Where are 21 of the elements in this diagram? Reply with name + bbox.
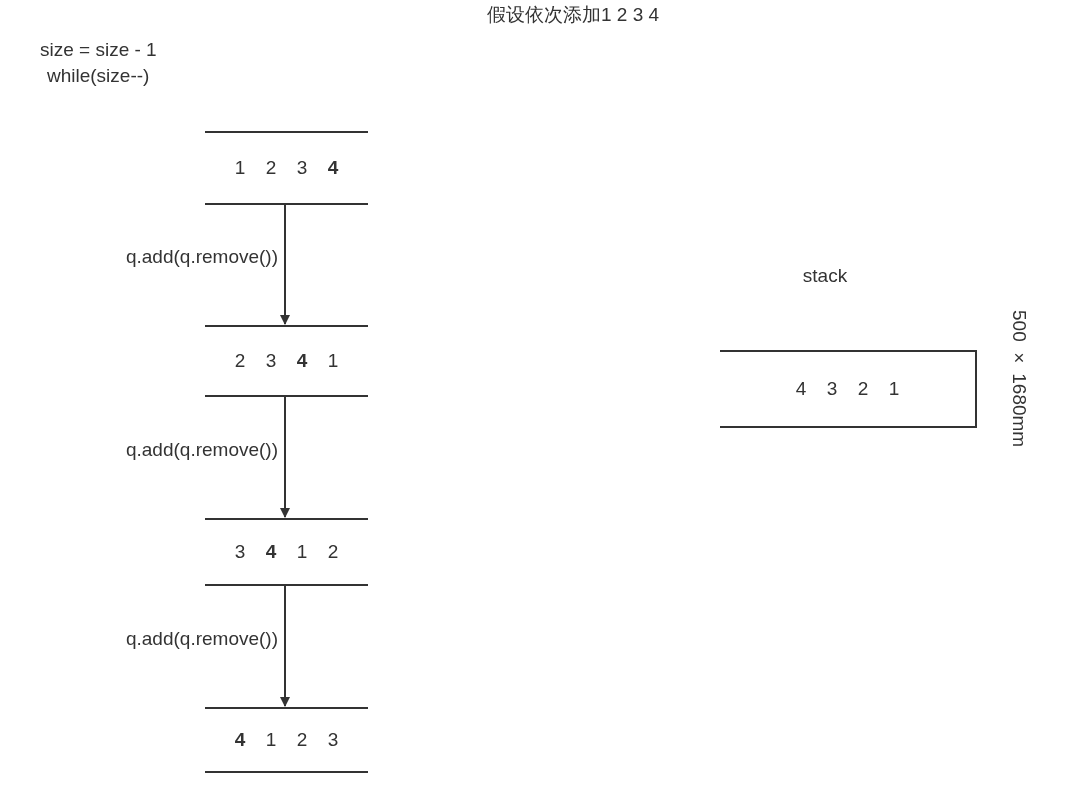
queue-values: 2 3 4 1 (234, 348, 339, 373)
arrow (280, 396, 290, 518)
code-line: size = size - 1 (40, 38, 157, 62)
stack-container (720, 350, 977, 428)
edge-label: q.add(q.remove()) (124, 626, 278, 651)
code-line: while(size--) (47, 64, 150, 88)
title: 假设依次添加1 2 3 4 (487, 3, 660, 27)
edge-label: q.add(q.remove()) (124, 437, 278, 462)
queue-slot (205, 131, 368, 205)
queue-slot (205, 325, 368, 397)
queue-values: 4 3 2 1 (795, 376, 900, 401)
queue-slot (205, 707, 368, 773)
edge-label: q.add(q.remove()) (124, 245, 278, 269)
arrow (280, 585, 290, 707)
stack-label: stack (801, 264, 849, 288)
dimension-label: 500 × 1680mm (1007, 310, 1031, 448)
queue-slot (205, 518, 368, 586)
queue-values: 1 2 3 4 (234, 155, 339, 180)
arrow (280, 204, 290, 325)
queue-values: 4 1 2 3 (234, 727, 339, 752)
queue-values: 3 4 1 2 (234, 539, 339, 564)
